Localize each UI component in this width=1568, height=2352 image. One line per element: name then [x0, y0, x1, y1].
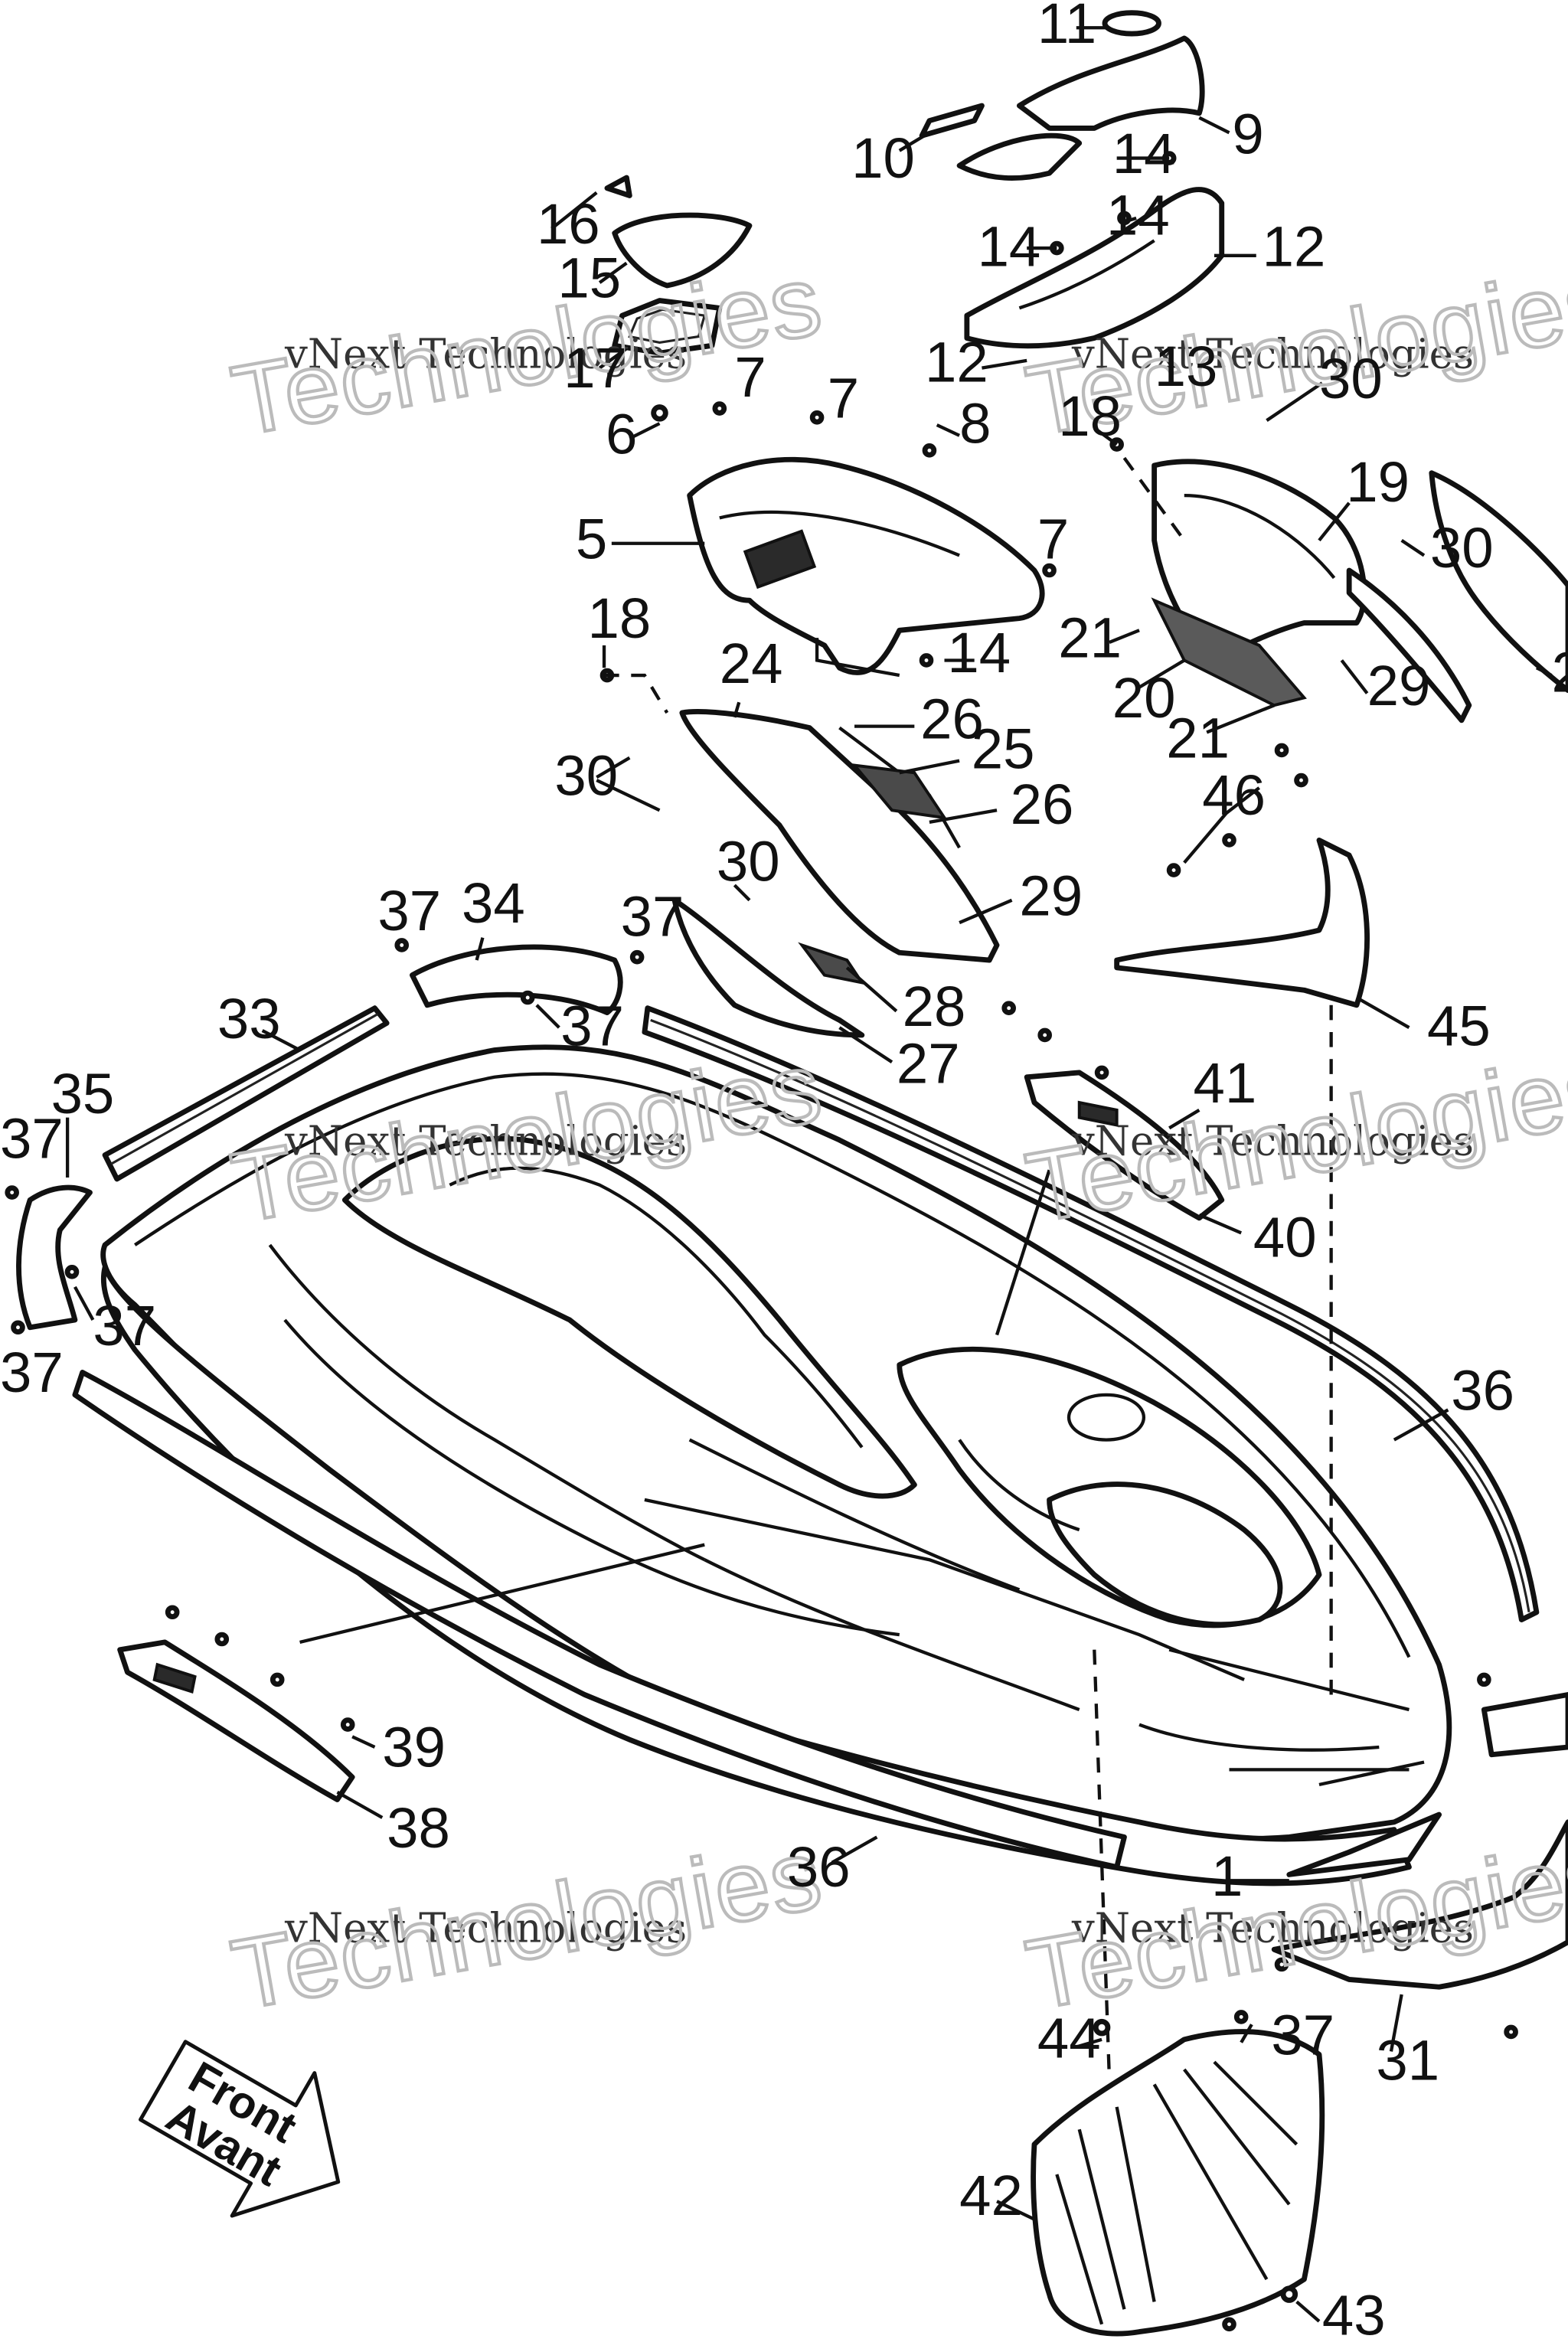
- callout-30c: 30: [554, 744, 618, 808]
- rub-rail-left-33: [102, 1005, 390, 1182]
- callout-42: 42: [959, 2164, 1023, 2227]
- fairing-2: [1346, 470, 1568, 724]
- nose-piece-31: [1271, 1692, 1568, 1990]
- callout-21a: 21: [1058, 606, 1122, 670]
- callout-30a: 30: [1319, 347, 1383, 410]
- callout-31: 31: [1376, 2029, 1439, 2092]
- callout-17: 17: [564, 336, 627, 400]
- callout-7a: 7: [734, 345, 766, 409]
- rub-rail-bottom-36: [72, 1370, 1127, 1870]
- callout-18a: 18: [1058, 384, 1122, 448]
- gasket-17: [612, 298, 723, 356]
- callout-37e: 37: [93, 1294, 156, 1357]
- callout-7b: 7: [828, 366, 859, 430]
- callout-26a: 26: [920, 687, 984, 750]
- callout-18b: 18: [588, 586, 652, 650]
- callout-28: 28: [903, 975, 966, 1038]
- seat-frame-5: [687, 456, 1045, 678]
- callout-37d: 37: [0, 1107, 64, 1171]
- callout-15: 15: [557, 247, 621, 310]
- front-direction-arrow: Front Avant: [139, 2040, 341, 2218]
- rub-rail-right-36-top: [642, 1005, 1540, 1622]
- callout-6: 6: [606, 402, 637, 466]
- callout-37f: 37: [0, 1341, 64, 1404]
- cap-16: [604, 175, 632, 198]
- callout-29b: 29: [1019, 864, 1083, 927]
- callout-11: 11: [1037, 0, 1096, 55]
- callout-9: 9: [1232, 103, 1263, 166]
- callout-36b: 36: [787, 1835, 851, 1899]
- callout-12a: 12: [1263, 215, 1326, 279]
- cover-15: [612, 212, 753, 289]
- plate-38: [117, 1639, 355, 1802]
- callout-39: 39: [382, 1715, 446, 1779]
- watermark-text: vNext Technologies: [284, 1906, 687, 1952]
- callout-21b: 21: [1166, 707, 1230, 770]
- callout-44: 44: [1037, 2006, 1101, 2069]
- callout-14b: 14: [1106, 183, 1170, 247]
- callout-30d: 30: [717, 829, 780, 893]
- watermark-text: vNext Technologies: [1071, 332, 1474, 378]
- callout-14c: 14: [978, 215, 1041, 279]
- callout-41: 41: [1194, 1051, 1257, 1115]
- fasteners: [5, 151, 1518, 2332]
- callout-43: 43: [1322, 2283, 1386, 2347]
- callout-20: 20: [1112, 666, 1176, 730]
- callout-13: 13: [1155, 335, 1218, 398]
- callout-37b: 37: [621, 885, 684, 949]
- panel-34: [410, 944, 623, 1016]
- callout-24: 24: [720, 632, 783, 695]
- vent-20: [1151, 597, 1307, 707]
- callout-37g: 37: [1271, 2003, 1334, 2066]
- callout-38: 38: [387, 1796, 450, 1860]
- plate-40: [1024, 1070, 1225, 1221]
- callout-29a: 29: [1367, 654, 1431, 717]
- side-panel-19: [1152, 459, 1367, 663]
- callout-37c: 37: [560, 995, 624, 1058]
- callout-7c: 7: [1037, 507, 1069, 570]
- callout-46: 46: [1202, 763, 1266, 827]
- callout-35: 35: [51, 1062, 115, 1125]
- callout-33: 33: [217, 987, 281, 1050]
- callout-30b: 30: [1430, 516, 1494, 580]
- watermark-text: vNext Technologies: [284, 332, 687, 378]
- leader-lines: [65, 26, 1553, 2323]
- callout-26b: 26: [1011, 773, 1074, 836]
- watermark-text: vNext Technologies: [1071, 1906, 1474, 1952]
- handlebar-cover-9: [956, 35, 1205, 181]
- callout-1: 1: [1211, 1844, 1243, 1908]
- trim-11: [1102, 10, 1161, 37]
- vent-25: [851, 763, 948, 820]
- trim-10: [919, 103, 985, 139]
- callout-12b: 12: [925, 330, 988, 394]
- callout-45: 45: [1427, 995, 1491, 1058]
- panel-45: [1114, 837, 1370, 1008]
- callout-40: 40: [1253, 1206, 1317, 1269]
- watermark-text: vNext Technologies: [284, 1119, 687, 1165]
- callout-34: 34: [462, 871, 525, 935]
- callout-36a: 36: [1451, 1358, 1514, 1422]
- watermark-text: vNext Technologies: [1071, 1119, 1474, 1165]
- floor-mat-42: [1031, 2029, 1325, 2337]
- callout-16: 16: [537, 192, 600, 256]
- callout-14d: 14: [947, 621, 1011, 684]
- vent-28: [798, 942, 866, 985]
- side-piece-35: [16, 1184, 93, 1331]
- callout-2: 2: [1551, 641, 1568, 704]
- callout-5: 5: [576, 507, 607, 570]
- callout-19: 19: [1346, 450, 1410, 514]
- callout-25: 25: [972, 717, 1035, 780]
- watermark-logo: Technologies: [224, 1818, 830, 2030]
- callout-27: 27: [897, 1032, 960, 1096]
- panel-27: [671, 897, 865, 1038]
- callout-14a: 14: [1112, 122, 1176, 185]
- callout-8: 8: [959, 392, 991, 456]
- callout-37a: 37: [377, 879, 441, 942]
- callout-10: 10: [851, 126, 915, 190]
